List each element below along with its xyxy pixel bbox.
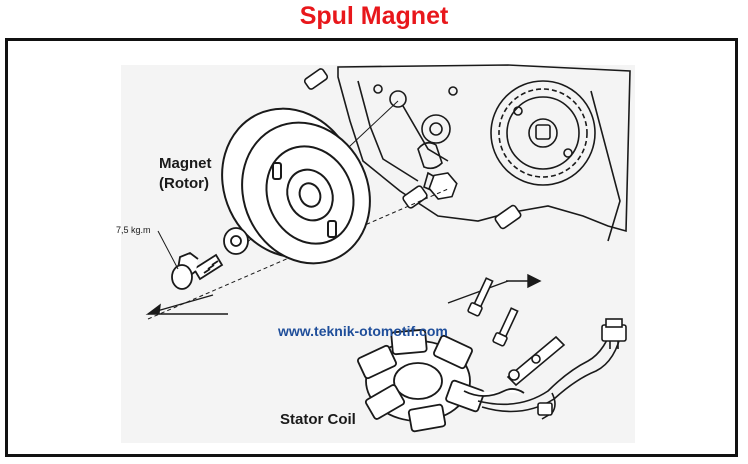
dowel-pins xyxy=(303,68,522,230)
pulser-bracket xyxy=(506,335,566,387)
stator-coil xyxy=(357,328,525,433)
watermark-url: www.teknik-otomotif.com xyxy=(278,323,448,339)
magnet-label-line1: Magnet xyxy=(159,155,212,172)
direction-arrow-left xyxy=(145,294,228,315)
flywheel-bolt xyxy=(171,251,224,290)
wiring-harness xyxy=(477,320,623,420)
magnet-label-line2: (Rotor) xyxy=(159,175,209,192)
diagram-frame: Magnet (Rotor) 7,5 kg.m www.teknik-otomo… xyxy=(5,38,738,457)
cam-sprocket xyxy=(490,80,621,242)
torque-leader xyxy=(157,230,179,270)
stator-bolts xyxy=(467,277,519,347)
magnet-rotor xyxy=(221,107,371,265)
page-title: Spul Magnet xyxy=(299,2,449,30)
magnet-rotor-label: Magnet (Rotor) xyxy=(159,154,212,194)
torque-spec-label: 7,5 kg.m xyxy=(116,225,151,235)
exploded-view-drawing xyxy=(121,64,635,443)
washer xyxy=(223,227,249,255)
connector xyxy=(601,318,627,349)
direction-arrow-right xyxy=(447,273,542,304)
stator-coil-label: Stator Coil xyxy=(280,411,356,428)
